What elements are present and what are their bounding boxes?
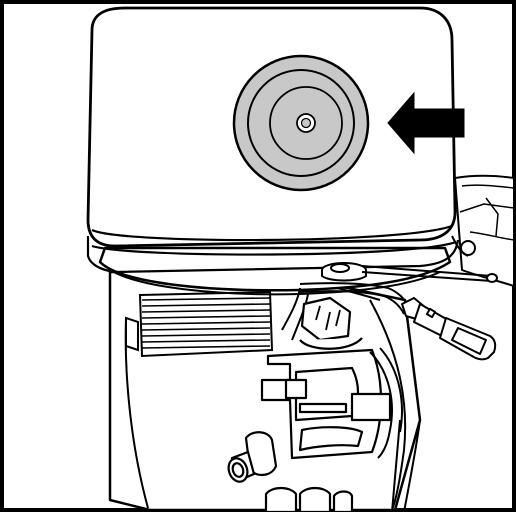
- cable: [281, 282, 411, 341]
- side-tab: [125, 316, 139, 352]
- slot-bracket: [260, 348, 392, 460]
- knob: [227, 431, 278, 483]
- screw: [321, 262, 367, 282]
- ribbed-grip: [138, 290, 274, 358]
- cord-clip: [299, 296, 363, 350]
- arrow-left-icon: [387, 91, 465, 155]
- side-bracket: [454, 174, 515, 287]
- rod: [361, 265, 498, 283]
- bracket-arms: [369, 347, 403, 459]
- right-leg: [391, 419, 421, 512]
- round-button: [232, 54, 370, 192]
- bottom-feet: [264, 486, 354, 512]
- small-clip: [451, 235, 476, 257]
- connector-plug: [401, 297, 497, 361]
- head-rim: [86, 224, 460, 274]
